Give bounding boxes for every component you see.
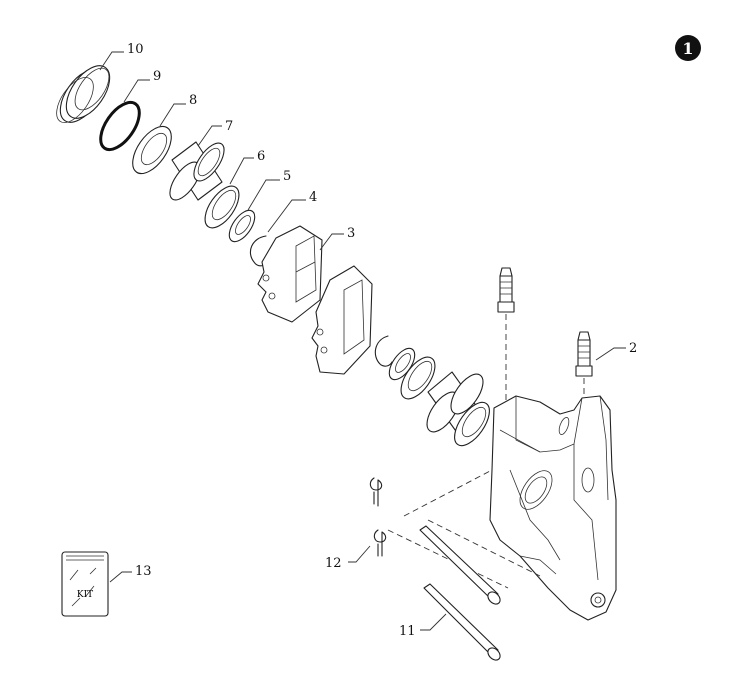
callout-2-label: 2 — [629, 341, 637, 356]
part-8-washer — [132, 125, 172, 175]
part-2-bleed-screw-lower — [575, 331, 593, 377]
callout-10: 10 — [99, 42, 144, 71]
callout-10-label: 10 — [127, 42, 144, 57]
callout-3-label: 3 — [347, 226, 355, 241]
callout-13: 13 — [109, 564, 152, 583]
part-7-piston — [169, 141, 225, 201]
callout-5-label: 5 — [283, 169, 291, 184]
callout-13-label: 13 — [135, 564, 152, 579]
diagram-number-badge: 1 — [675, 35, 701, 61]
callout-8: 8 — [159, 93, 197, 127]
callout-8-label: 8 — [189, 93, 197, 108]
part-11-pin-lower — [423, 583, 501, 661]
part-3-brake-pad-front — [257, 225, 323, 323]
callout-12: 12 — [325, 545, 371, 571]
part-5-seal — [228, 209, 256, 243]
callout-6-label: 6 — [257, 149, 265, 164]
callout-7-label: 7 — [225, 119, 233, 134]
callout-7: 7 — [197, 119, 233, 147]
callout-11: 11 — [399, 613, 447, 639]
callout-9-label: 9 — [153, 69, 161, 84]
part-12-clip-upper — [369, 477, 383, 507]
badge-label: 1 — [682, 39, 693, 58]
part-2-bleed-screw-upper — [497, 267, 515, 313]
piston-assembly-second-set — [374, 335, 490, 447]
callout-5: 5 — [247, 169, 291, 211]
part-12-clip-lower — [373, 529, 387, 557]
callout-4-label: 4 — [309, 190, 317, 205]
callout-9: 9 — [123, 69, 161, 103]
callout-3: 3 — [319, 226, 355, 251]
part-6-seal — [204, 185, 240, 229]
part-10-piston-cap — [56, 65, 111, 123]
callout-6: 6 — [229, 149, 265, 185]
caliper-body — [489, 395, 617, 621]
callout-4: 4 — [267, 190, 317, 233]
part-13-kit-package: KIT — [61, 551, 109, 617]
callout-2: 2 — [595, 341, 637, 361]
kit-label: KIT — [77, 590, 93, 600]
callout-12-label: 12 — [325, 556, 342, 571]
callout-11-label: 11 — [399, 624, 416, 639]
part-9-o-ring — [99, 100, 141, 152]
part-3-brake-pad-rear — [311, 265, 373, 375]
part-11-pin-upper — [419, 525, 501, 605]
